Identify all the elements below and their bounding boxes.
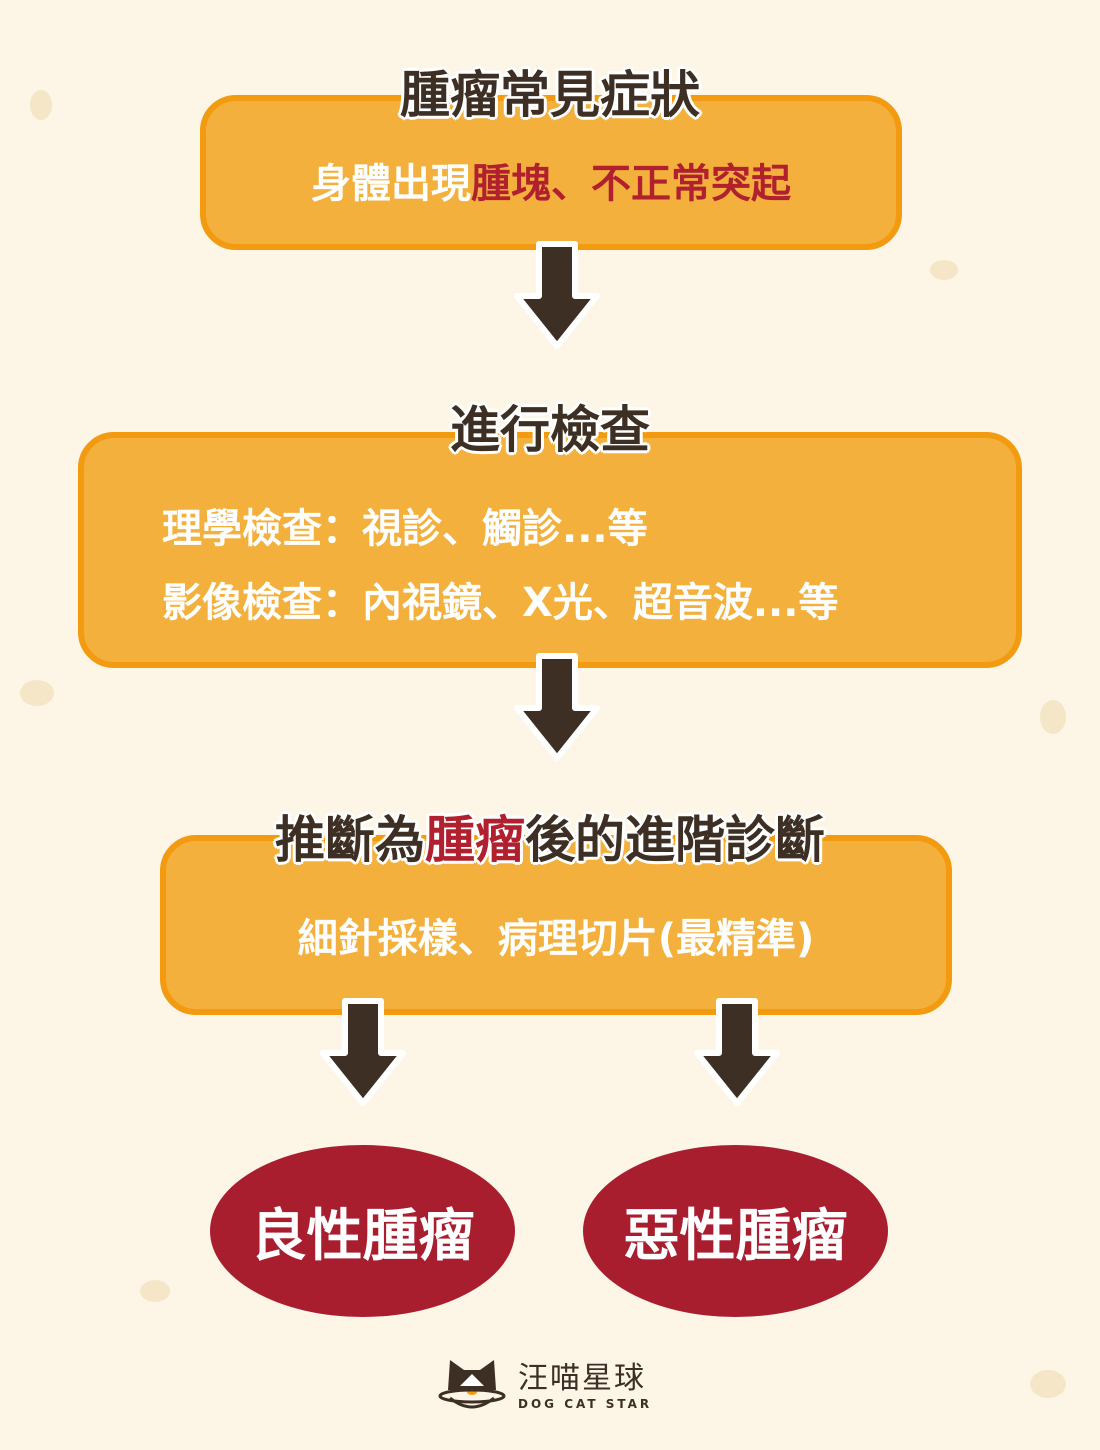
cat-logo-icon bbox=[438, 1360, 506, 1409]
benign-tumor-label: 良性腫瘤 bbox=[210, 1145, 515, 1317]
step3-box: 細針採樣、病理切片(最精準) bbox=[160, 835, 952, 1015]
confetti bbox=[1030, 1370, 1066, 1398]
confetti bbox=[20, 680, 54, 706]
step2-box: 理學檢查：視診、觸診...等 影像檢查：內視鏡、X光、超音波...等 bbox=[78, 432, 1022, 668]
malignant-tumor-label: 惡性腫瘤 bbox=[583, 1145, 888, 1317]
step3-text: 細針採樣、病理切片(最精準) bbox=[297, 916, 815, 962]
step3-title: 推斷為腫瘤後的進階診斷 bbox=[275, 811, 825, 869]
arrow-down-icon bbox=[514, 241, 600, 349]
arrow-down-icon bbox=[514, 653, 600, 761]
arrow-down-icon bbox=[320, 998, 406, 1106]
arrow-down-icon bbox=[694, 998, 780, 1106]
confetti bbox=[930, 260, 958, 280]
confetti bbox=[140, 1280, 170, 1302]
step2-line: 影像檢查：內視鏡、X光、超音波...等 bbox=[162, 580, 839, 626]
step2-title: 進行檢查 bbox=[450, 401, 650, 459]
step1-title: 腫瘤常見症狀 bbox=[400, 66, 700, 124]
logo-subtitle: DOG CAT STAR bbox=[518, 1397, 653, 1411]
step2-line: 理學檢查：視診、觸診...等 bbox=[162, 506, 648, 552]
logo-name: 汪喵星球 bbox=[518, 1361, 646, 1396]
logo: 汪喵星球 DOG CAT STAR bbox=[436, 1352, 652, 1412]
confetti bbox=[30, 90, 52, 120]
step1-text: 身體出現腫塊、不正常突起 bbox=[311, 161, 791, 207]
confetti bbox=[1040, 700, 1066, 734]
